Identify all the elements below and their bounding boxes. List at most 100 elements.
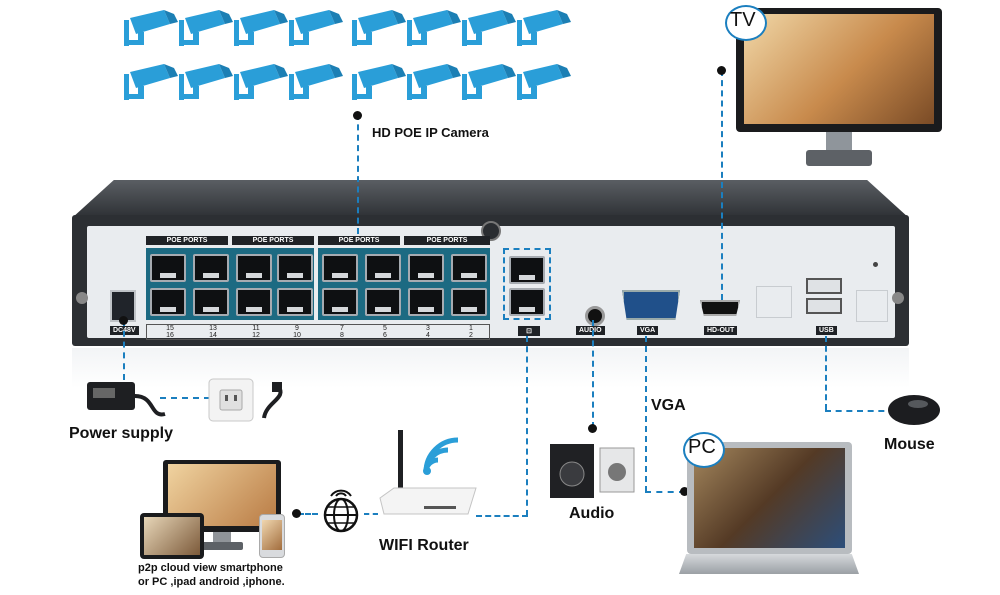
cctv-camera-icon <box>234 10 288 46</box>
poe-port <box>322 288 358 316</box>
poe-port <box>150 254 186 282</box>
cctv-camera-icon <box>352 64 406 100</box>
connector-dot <box>292 509 301 518</box>
p2p-label-line2: or PC ,ipad android ,iphone. <box>138 576 285 588</box>
poe-port <box>277 288 313 316</box>
port-number: 10 <box>293 332 301 339</box>
nvr-top <box>72 180 909 218</box>
pc-label-badge <box>683 432 725 468</box>
tv-label: TV <box>730 9 756 31</box>
smartphone-icon <box>259 514 285 558</box>
poe-port <box>451 254 487 282</box>
tablet-icon <box>140 513 204 559</box>
connector-camera <box>357 114 359 234</box>
cctv-camera-icon <box>289 10 343 46</box>
connector-lan <box>526 336 528 516</box>
port-number: 4 <box>426 332 430 339</box>
port-number: 15 <box>166 325 174 332</box>
connector-dc <box>123 320 125 380</box>
hdout-port-label: HD-OUT <box>704 326 738 335</box>
port-number: 7 <box>340 325 344 332</box>
poe-ports-header: POE PORTS <box>232 236 314 245</box>
router-label: WIFI Router <box>379 537 469 554</box>
cctv-camera-icon <box>124 10 178 46</box>
connector-globe <box>364 513 378 515</box>
router-icon <box>379 430 477 515</box>
port-number: 6 <box>383 332 387 339</box>
connector-dot <box>680 487 689 496</box>
cctv-camera-icon <box>179 64 233 100</box>
cctv-camera-icon <box>407 64 461 100</box>
poe-port <box>451 288 487 316</box>
blank-cover <box>856 290 888 322</box>
connector-socket <box>160 397 210 399</box>
connector-router <box>476 515 528 517</box>
port-number: 2 <box>469 332 473 339</box>
poe-port <box>150 288 186 316</box>
mouse-label: Mouse <box>884 436 935 453</box>
vga-label: VGA <box>651 397 686 414</box>
port-number: 14 <box>209 332 217 339</box>
cctv-camera-icon <box>462 64 516 100</box>
port-number: 8 <box>340 332 344 339</box>
poe-ports-header: POE PORTS <box>404 236 490 245</box>
usb-port <box>806 278 842 294</box>
power-supply-label: Power supply <box>69 425 174 442</box>
connector-usb <box>825 336 827 410</box>
port-number: 9 <box>295 325 299 332</box>
connector-vga <box>645 336 647 492</box>
wifi-signal-icon <box>330 489 352 497</box>
screw <box>892 292 904 304</box>
port-number: 3 <box>426 325 430 332</box>
usb-port <box>806 298 842 314</box>
cctv-camera-icon <box>289 64 343 100</box>
cctv-camera-icon <box>234 64 288 100</box>
vga-port-label: VGA <box>637 326 659 335</box>
cctv-camera-icon <box>517 10 571 46</box>
vga-port <box>622 290 680 320</box>
cctv-camera-icon <box>517 64 571 100</box>
cctv-camera-icon <box>124 64 178 100</box>
wall-socket-icon <box>208 378 254 422</box>
cctv-camera-icon <box>407 10 461 46</box>
port-number: 1 <box>469 325 473 332</box>
power-adapter-icon <box>87 382 166 417</box>
port-number: 11 <box>252 325 260 332</box>
cctv-camera-icon <box>179 10 233 46</box>
connector-audio <box>592 320 594 428</box>
connector-globe <box>298 513 318 515</box>
blank-cover <box>756 286 792 318</box>
lan-port <box>509 288 545 316</box>
tv-label-badge <box>725 5 767 41</box>
screw <box>76 292 88 304</box>
poe-ports-header: POE PORTS <box>146 236 228 245</box>
poe-port <box>236 254 272 282</box>
connector-dot <box>588 424 597 433</box>
wifi-icon <box>423 437 459 475</box>
connector-tv <box>721 70 723 300</box>
connector-pc <box>645 491 685 493</box>
poe-ports-header: POE PORTS <box>318 236 400 245</box>
globe-icon <box>323 497 359 533</box>
connector-mouse <box>825 410 895 412</box>
port-number: 13 <box>209 325 217 332</box>
poe-port <box>193 288 229 316</box>
speaker-icon <box>550 444 635 498</box>
poe-port <box>365 254 401 282</box>
poe-port <box>365 288 401 316</box>
camera-label: HD POE IP Camera <box>372 125 489 140</box>
pc-label: PC <box>688 436 716 458</box>
power-plug-icon <box>262 382 283 419</box>
poe-port <box>277 254 313 282</box>
port-number: 16 <box>166 332 174 339</box>
audio-jack <box>585 306 605 326</box>
poe-port <box>408 288 444 316</box>
cctv-camera-icon <box>352 10 406 46</box>
connector-dot <box>353 111 362 120</box>
hdmi-port <box>700 300 740 316</box>
indicator <box>873 262 878 267</box>
poe-port <box>322 254 358 282</box>
cctv-camera-icon <box>462 10 516 46</box>
audio-label: Audio <box>569 505 615 522</box>
